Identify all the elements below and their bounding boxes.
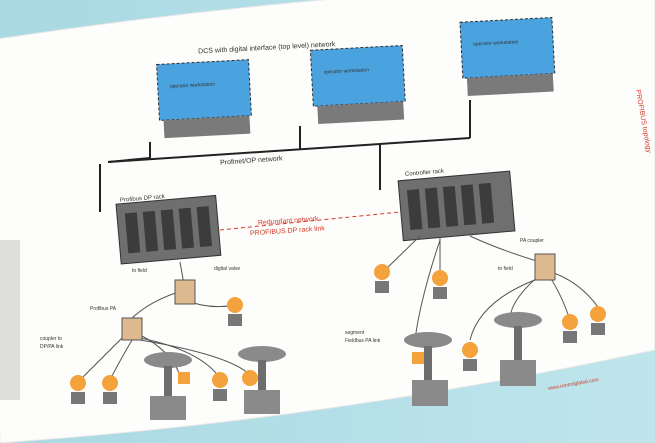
- network-label: Profinet/OP network: [220, 155, 283, 166]
- workstation-1: operator workstation: [156, 59, 252, 139]
- workstation-1-label: operator workstation: [170, 81, 216, 89]
- left-valve-2: [238, 346, 286, 414]
- center-note-line1: Redundant network: [258, 216, 320, 227]
- right-note-4: Fieldbus PA link: [345, 338, 381, 344]
- left-note-2: digital valve: [214, 266, 240, 272]
- right-rack-label: Controller rack: [405, 168, 445, 177]
- right-note-1: PA coupler: [520, 238, 544, 244]
- left-rack-label: Profibus DP rack: [120, 194, 166, 204]
- right-field-devices: [374, 264, 606, 371]
- left-field-devices: [70, 297, 258, 404]
- workstation-3-label: operator workstation: [473, 39, 519, 47]
- workstation-3: operator workstation: [459, 16, 556, 96]
- right-note-2: to field: [498, 266, 513, 272]
- left-note-1: to field: [132, 268, 147, 274]
- right-coupler: [534, 253, 556, 281]
- right-valve-2: [494, 312, 542, 386]
- right-valve-1: [404, 332, 452, 406]
- redundant-link: [219, 211, 401, 231]
- left-note-4: coupler to: [40, 336, 62, 342]
- left-valve-1: [144, 352, 192, 420]
- left-couplers: [121, 279, 196, 341]
- left-rack: [115, 194, 222, 265]
- left-note-5: DP/PA link: [40, 344, 64, 350]
- left-note-3: Profibus PA: [90, 306, 117, 312]
- right-rack: [397, 170, 516, 242]
- workstation-2: operator workstation: [309, 44, 406, 124]
- top-network-bus: [99, 100, 471, 212]
- left-photo-strip: [0, 240, 20, 400]
- workstation-2-label: operator workstation: [323, 67, 369, 75]
- right-note-3: segment: [345, 330, 365, 336]
